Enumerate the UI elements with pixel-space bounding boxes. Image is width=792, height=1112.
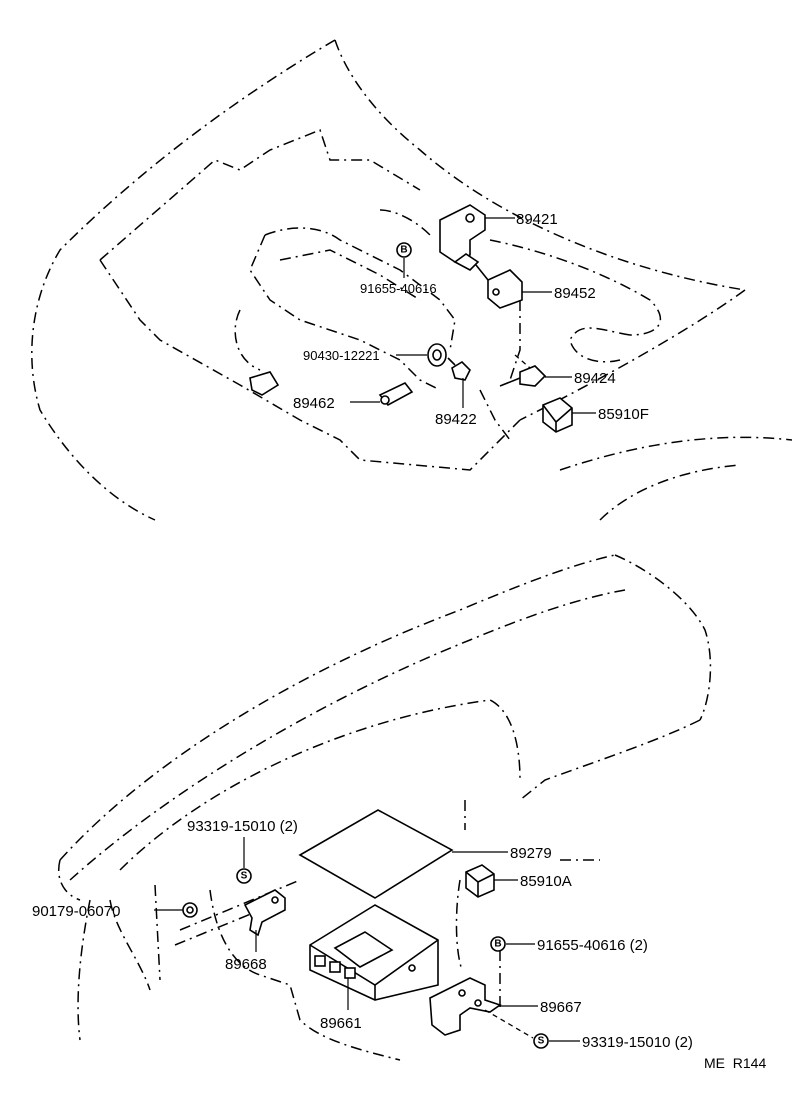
label-90430-12221: 90430-12221 — [303, 348, 380, 363]
svg-text:B: B — [400, 245, 407, 256]
bolt-symbol-icon: B — [396, 242, 412, 258]
label-89421: 89421 — [516, 211, 558, 228]
small-bracket-left — [249, 371, 280, 396]
label-89279: 89279 — [510, 845, 552, 862]
label-90179-06070: 90179-06070 — [32, 903, 120, 920]
svg-text:S: S — [538, 1036, 545, 1047]
part-89424-sensor — [499, 354, 547, 387]
label-91655-40616-2: 91655-40616 (2) — [537, 937, 648, 954]
label-89422: 89422 — [435, 411, 477, 428]
label-89462: 89462 — [293, 395, 335, 412]
part-85910A-relay — [465, 864, 495, 898]
part-89667-bracket — [429, 977, 502, 1036]
part-89421-sensor — [439, 204, 486, 271]
reference-code: ME R144 — [704, 1055, 766, 1071]
label-85910F: 85910F — [598, 406, 649, 423]
screw-symbol-top-icon: S — [236, 868, 252, 884]
label-89424: 89424 — [574, 370, 616, 387]
label-91655-40616: 91655-40616 — [360, 281, 437, 296]
label-89667: 89667 — [540, 999, 582, 1016]
part-89422-sensor — [447, 357, 471, 381]
leader-dash-93319-bottom — [484, 1009, 534, 1039]
label-89661: 89661 — [320, 1015, 362, 1032]
label-89452: 89452 — [554, 285, 596, 302]
screw-symbol-bottom-icon: S — [533, 1033, 549, 1049]
engine-compartment-outline — [31, 39, 792, 521]
bolt-symbol-bottom-icon: B — [490, 936, 506, 952]
part-89279-pad — [298, 809, 454, 899]
part-90430-12221-gasket — [427, 343, 447, 367]
part-89668-bracket — [243, 889, 286, 937]
part-89661-computer — [309, 904, 439, 1001]
label-85910A: 85910A — [520, 873, 572, 890]
part-89462-sensor — [378, 381, 414, 407]
label-93319-15010-top: 93319-15010 (2) — [187, 818, 298, 835]
nut-90179-06070-icon — [182, 902, 198, 918]
label-89668: 89668 — [225, 956, 267, 973]
svg-text:B: B — [494, 939, 501, 950]
label-93319-15010-bottom: 93319-15010 (2) — [582, 1034, 693, 1051]
part-85910F-relay — [542, 397, 573, 433]
svg-text:S: S — [241, 871, 248, 882]
part-89452-bracket — [475, 264, 523, 309]
